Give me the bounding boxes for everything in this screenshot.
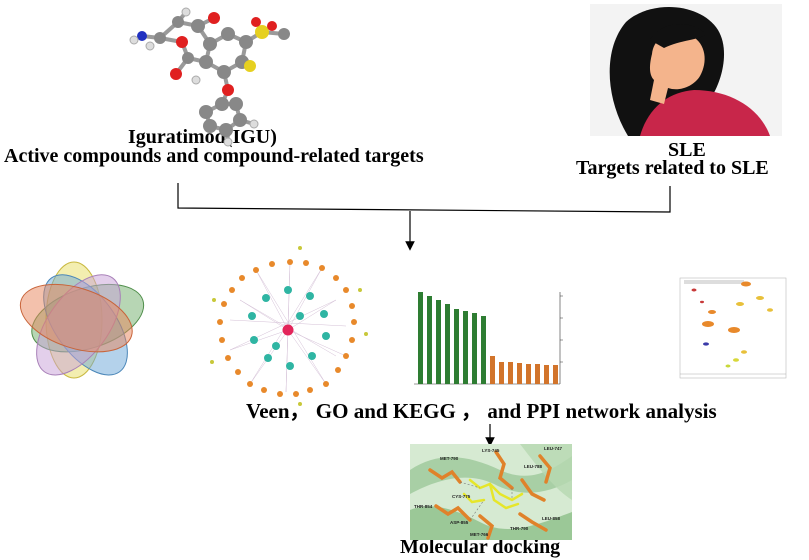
avatar-shirt <box>640 90 770 136</box>
residue-label: LEU-747 <box>544 446 563 451</box>
network-outer-nodes <box>217 259 357 397</box>
docking-ligand <box>462 478 524 510</box>
analysis-label: Veen， GO and KEGG ， and PPI network anal… <box>246 399 717 423</box>
network-inner-nodes <box>248 286 330 370</box>
residue-label: ASP-855 <box>450 520 469 525</box>
residue-label: MET-790 <box>440 456 459 461</box>
compound-name: Iguratimod(IGU) <box>128 126 277 148</box>
residue-label: MET-766 <box>470 532 489 537</box>
compound-subtitle: Active compounds and compound-related ta… <box>4 145 424 167</box>
residue-label: LEU-858 <box>542 516 561 521</box>
docking-label: Molecular docking <box>400 536 561 558</box>
disease-subtitle: Targets related to SLE <box>576 157 769 179</box>
residue-label: CYS-775 <box>452 494 471 499</box>
network-center-node <box>282 324 294 336</box>
docking-image: MET-790 LYS-745 LEU-747 LEU-788 THR-854 … <box>410 444 572 540</box>
molecule-model <box>129 7 290 147</box>
bubble-plot <box>679 277 787 379</box>
docking-residues-sticks <box>428 450 552 540</box>
residue-label: THR-854 <box>414 504 433 509</box>
residue-label: THR-790 <box>510 526 529 531</box>
residue-label: LYS-745 <box>482 448 500 453</box>
disease-name: SLE <box>668 139 706 161</box>
patient-avatar <box>590 4 782 136</box>
avatar-face <box>650 32 705 104</box>
venn-diagram <box>19 261 145 379</box>
ppi-network <box>210 246 368 406</box>
enrichment-bar-chart <box>414 292 563 385</box>
residue-label: LEU-788 <box>524 464 543 469</box>
connector-bracket <box>177 183 671 447</box>
